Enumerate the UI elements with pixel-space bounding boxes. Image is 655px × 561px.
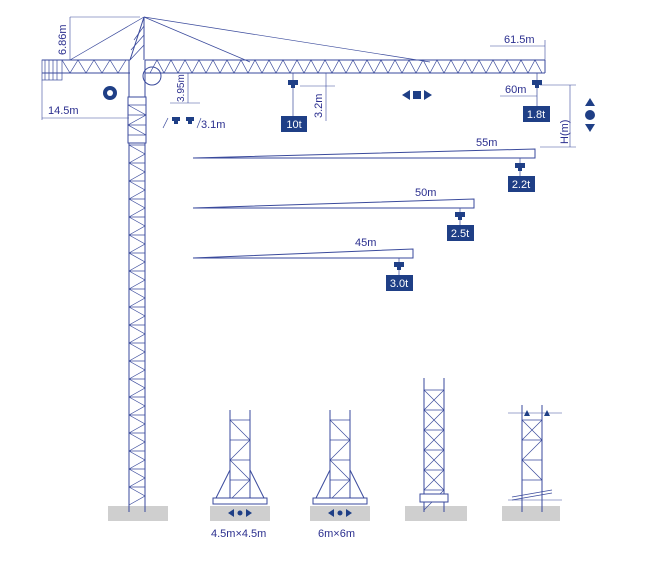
hoist-updown-icon [585,98,595,132]
load-tag-45 [386,275,413,291]
load-jib50: 2.5t [451,228,469,240]
main-crane [41,16,595,521]
tip-radius-label: 60m [505,84,526,96]
main-ground [108,506,168,521]
hook-height-label: H(m) [559,120,571,144]
hook-tip [532,73,542,106]
trolley-hooks [162,117,202,129]
jib-length-label: 61.5m [504,34,535,46]
load-jib45: 3.0t [390,278,408,290]
head-height-label: 3.95m [176,74,187,102]
dimension-lines [41,16,576,148]
load-tag-55 [508,176,535,192]
cab [142,66,162,86]
jib-50m [192,198,475,225]
trolley-offset-label: 3.1m [201,119,225,131]
jib-45-label: 45m [355,237,376,249]
top-height-label: 6.86m [57,24,69,55]
tower-head [69,16,431,63]
counter-jib-label: 14.5m [48,105,79,117]
load-10t: 10t [286,119,301,131]
base-variant-4 [502,405,562,521]
counter-jib [41,59,130,81]
load-tag-10t [281,116,307,132]
dimension-labels: 6.86m 61.5m 14.5m 3.95m 3.2m 3.1m 60m H(… [48,24,571,249]
jib-50-label: 50m [415,187,436,199]
load-tag-tip [523,106,550,122]
base-variant-3 [405,378,467,521]
hook-drop-label: 3.2m [313,94,325,118]
load-jib55: 2.2t [512,179,530,191]
jib-55m [192,148,536,176]
jib-45m [192,248,414,275]
base2-label: 6m×6m [318,528,355,540]
base-variant-2: 6m×6m [310,410,370,540]
trolley-travel-icon [402,90,432,100]
load-tag-50 [447,225,474,241]
base-variant-1: 4.5m×4.5m [210,410,270,540]
load-tip: 1.8t [527,109,545,121]
base1-label: 4.5m×4.5m [211,528,266,540]
jib-55-label: 55m [476,137,497,149]
hook-10t [288,73,298,116]
main-jib [145,59,546,74]
mast [127,60,147,512]
load-tags: 10t 1.8t 2.2t 2.5t 3.0t [281,106,550,291]
